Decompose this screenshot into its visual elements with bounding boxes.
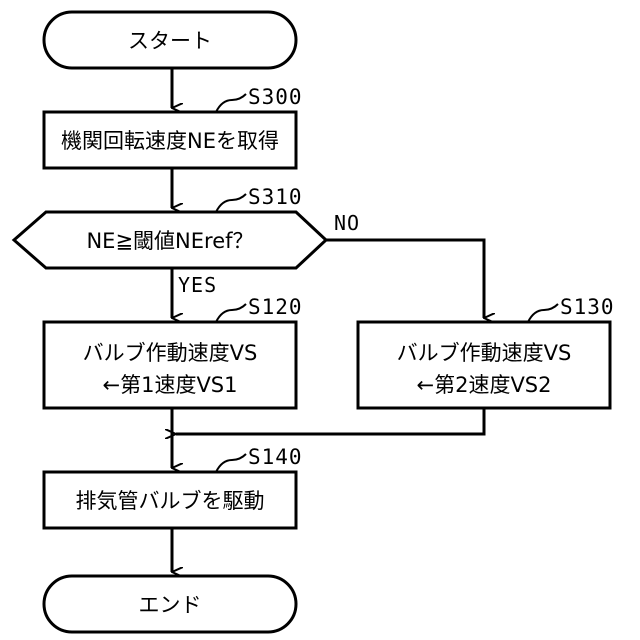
- connector-s130-to-merge: [176, 408, 484, 434]
- step-s130-leader: [528, 304, 558, 322]
- step-s130-id: S130: [560, 295, 615, 319]
- step-s310-leader: [216, 194, 246, 212]
- step-s300-label: 機関回転速度NEを取得: [61, 129, 279, 153]
- step-s120-leader: [216, 304, 246, 322]
- step-s130-line2: ←第2速度VS2: [416, 373, 551, 397]
- step-s300-leader: [216, 94, 246, 112]
- step-s300-id: S300: [248, 85, 303, 109]
- step-s130: S130 バルブ作動速度VS ←第2速度VS2: [358, 295, 615, 408]
- step-s130-line1: バルブ作動速度VS: [397, 341, 572, 365]
- step-s140-leader: [216, 454, 246, 472]
- step-s120-line1: バルブ作動速度VS: [83, 341, 258, 365]
- start-label: スタート: [128, 29, 212, 53]
- end-terminal: エンド: [44, 576, 296, 632]
- decision-s310-label: NE≧閾値NEref？: [86, 229, 253, 253]
- start-terminal: スタート: [44, 12, 296, 68]
- arrow-s310-no-to-s130: [326, 240, 484, 318]
- step-s310-id: S310: [248, 185, 303, 209]
- no-label: NO: [334, 211, 360, 235]
- decision-s310: S310 NE≧閾値NEref？: [14, 185, 326, 268]
- yes-label: YES: [178, 273, 217, 297]
- step-s120-id: S120: [248, 295, 303, 319]
- step-s140-label: 排気管バルブを駆動: [76, 489, 265, 513]
- step-s140-id: S140: [248, 445, 303, 469]
- end-label: エンド: [139, 593, 202, 617]
- step-s120-line2: ←第1速度VS1: [102, 373, 237, 397]
